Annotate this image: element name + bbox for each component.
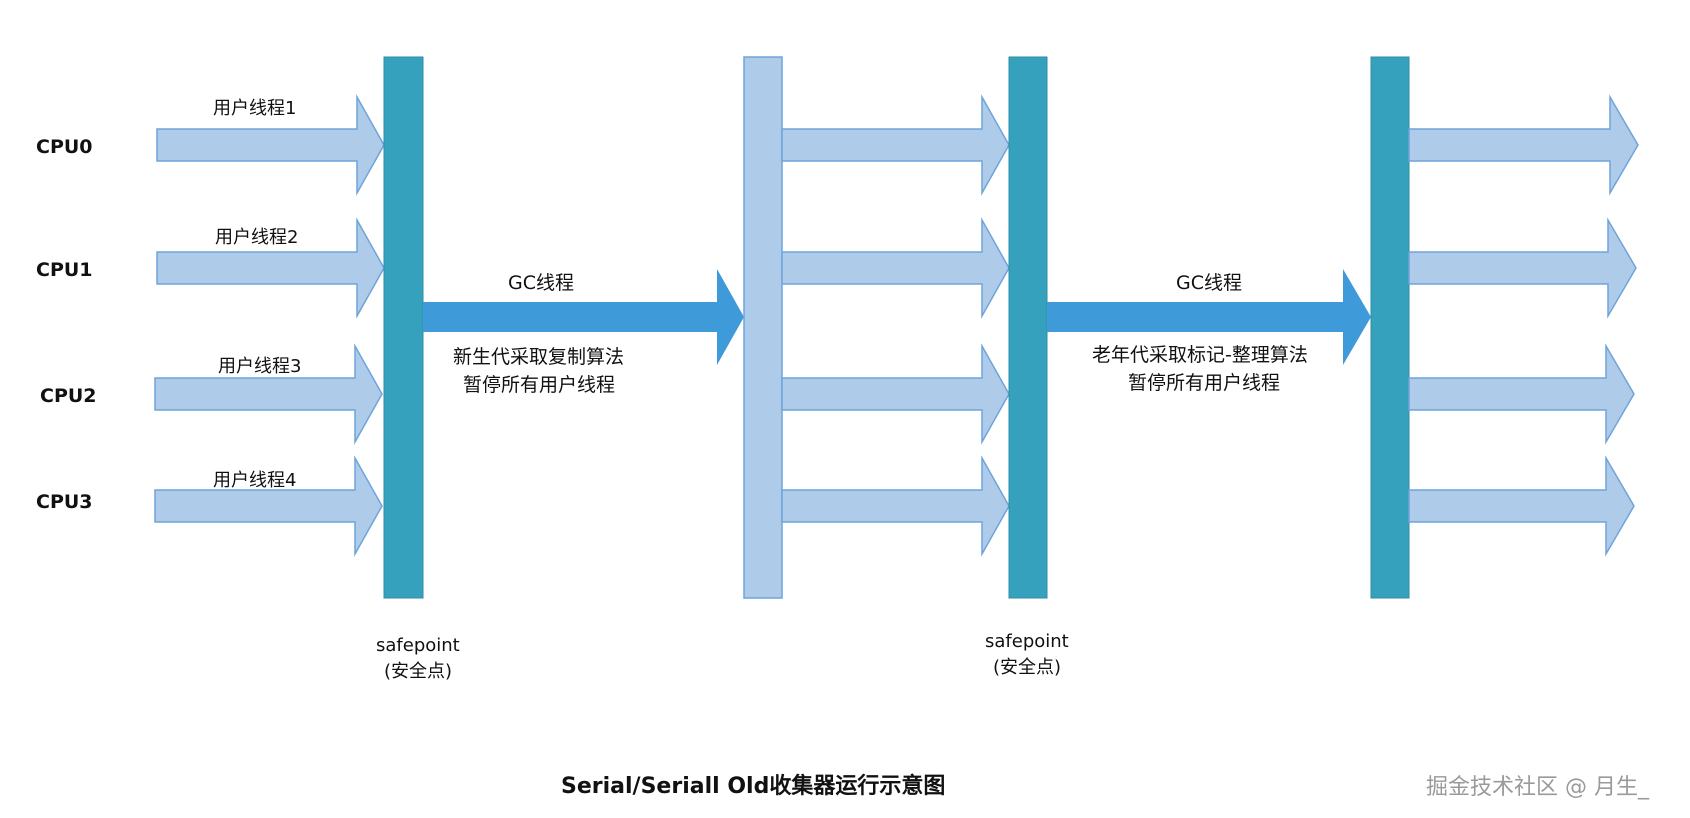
user-thread-label-2: 用户线程2 xyxy=(215,227,298,248)
gc-pause-label-1: 暂停所有用户线程 xyxy=(463,374,615,396)
stage2-arrow-cpu0 xyxy=(781,94,1010,196)
user-thread-label-1: 用户线程1 xyxy=(213,98,296,119)
safepoint-bar-1 xyxy=(383,56,424,599)
stage3-arrow-cpu2 xyxy=(1408,343,1635,445)
diagram-caption: Serial/Seriall Old收集器运行示意图 xyxy=(561,773,945,799)
cpu-label-3: CPU3 xyxy=(36,491,93,513)
gc-thread-arrow-1 xyxy=(423,269,744,365)
gc-thread-arrow-2 xyxy=(1047,269,1371,365)
stage2-arrow-cpu2 xyxy=(781,343,1010,445)
safepoint-bar-2 xyxy=(1008,56,1048,599)
stage3-arrow-cpu0 xyxy=(1408,94,1639,196)
stage2-arrow-cpu1 xyxy=(781,217,1010,319)
user-thread-label-3: 用户线程3 xyxy=(218,356,301,377)
safepoint-label-2: safepoint xyxy=(985,631,1069,652)
gc-thread-label-2: GC线程 xyxy=(1176,272,1242,294)
safepoint-note-1: (安全点) xyxy=(384,661,452,682)
user-thread-arrow-cpu0 xyxy=(156,94,385,196)
safepoint-bar-3 xyxy=(1370,56,1410,599)
user-thread-arrow-cpu1 xyxy=(156,217,385,319)
stage3-arrow-cpu1 xyxy=(1408,217,1637,319)
user-thread-arrow-cpu2 xyxy=(154,343,383,445)
gc-pause-label-2: 暂停所有用户线程 xyxy=(1128,372,1280,394)
stage2-arrow-cpu3 xyxy=(781,455,1010,557)
user-thread-label-4: 用户线程4 xyxy=(213,470,296,491)
watermark: 掘金技术社区 @ 月生_ xyxy=(1426,775,1650,800)
gc-thread-label-1: GC线程 xyxy=(508,272,574,294)
cpu-label-1: CPU1 xyxy=(36,259,93,281)
gc-algorithm-label-2: 老年代采取标记-整理算法 xyxy=(1092,344,1308,366)
safepoint-note-2: (安全点) xyxy=(993,657,1061,678)
cpu-label-0: CPU0 xyxy=(36,136,93,158)
stage1-thread-arrows xyxy=(154,94,385,557)
stage3-thread-arrows xyxy=(1408,94,1639,557)
user-thread-arrow-cpu3 xyxy=(154,455,383,557)
cpu-label-2: CPU2 xyxy=(40,385,97,407)
stage3-arrow-cpu3 xyxy=(1408,455,1635,557)
stage2-thread-arrows xyxy=(781,94,1010,557)
resume-bar xyxy=(743,56,783,599)
gc-algorithm-label-1: 新生代采取复制算法 xyxy=(453,346,624,368)
safepoint-label-1: safepoint xyxy=(376,635,460,656)
